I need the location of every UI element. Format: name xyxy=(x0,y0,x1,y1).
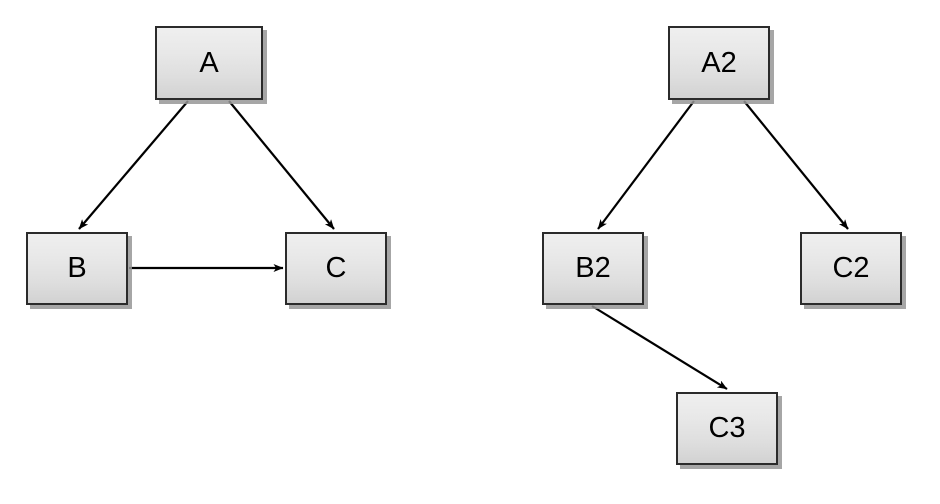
node-b[interactable]: B xyxy=(26,232,128,305)
edge-group xyxy=(78,100,849,390)
edge-a2-to-c2 xyxy=(743,100,849,230)
edge-a-to-b xyxy=(78,100,189,230)
edge-b2-to-c3 xyxy=(591,305,728,390)
node-c2[interactable]: C2 xyxy=(800,232,902,305)
node-a2[interactable]: A2 xyxy=(668,26,770,100)
node-c3-label: C3 xyxy=(708,412,746,444)
edge-a-to-c xyxy=(228,100,335,230)
edge-a2-to-b2 xyxy=(597,100,695,230)
node-b2[interactable]: B2 xyxy=(542,232,644,305)
node-a2-label: A2 xyxy=(701,46,737,79)
node-b2-label: B2 xyxy=(575,252,611,284)
node-c3[interactable]: C3 xyxy=(676,392,778,465)
node-c-label: C xyxy=(325,252,347,284)
node-b-label: B xyxy=(67,252,87,284)
node-a-label: A xyxy=(199,46,219,79)
node-a[interactable]: A xyxy=(155,26,263,100)
node-c2-label: C2 xyxy=(832,252,870,284)
node-c[interactable]: C xyxy=(285,232,387,305)
